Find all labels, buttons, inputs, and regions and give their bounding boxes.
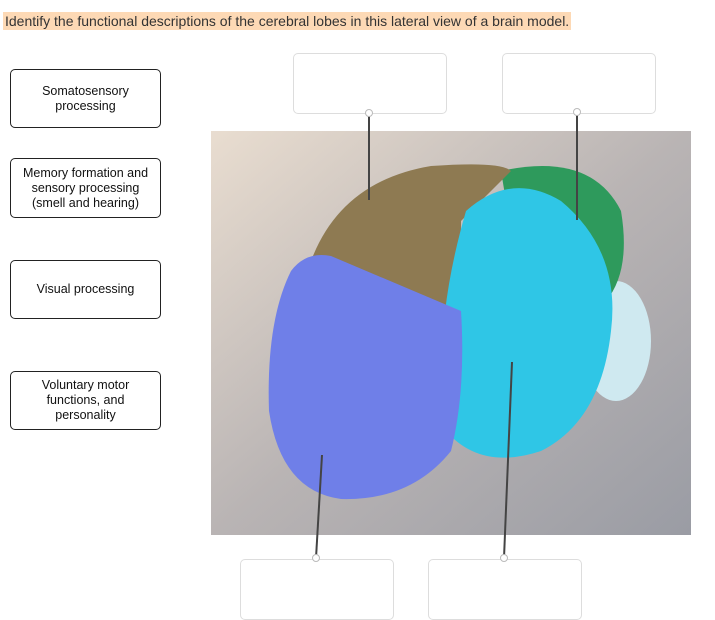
card-somatosensory[interactable]: Somatosensory processing — [10, 69, 161, 128]
drop-zone-frontal[interactable] — [240, 559, 394, 620]
drop-zone-occipital[interactable] — [502, 53, 656, 114]
card-label: Somatosensory processing — [42, 83, 129, 113]
card-motor[interactable]: Voluntary motor functions, and personali… — [10, 371, 161, 430]
card-memory[interactable]: Memory formation and sensory processing … — [10, 158, 161, 218]
frontal-lobe — [268, 255, 463, 500]
drop-zone-temporal[interactable] — [428, 559, 582, 620]
drop-zone-parietal[interactable] — [293, 53, 447, 114]
temporal-lobe — [441, 188, 613, 458]
question-text: Identify the functional descriptions of … — [3, 12, 572, 30]
card-visual[interactable]: Visual processing — [10, 260, 161, 319]
card-label: Visual processing — [36, 282, 135, 296]
brain-model-image — [211, 131, 691, 535]
card-label: Voluntary motor functions, and personali… — [41, 378, 130, 422]
card-label: Memory formation and sensory processing … — [22, 165, 149, 210]
